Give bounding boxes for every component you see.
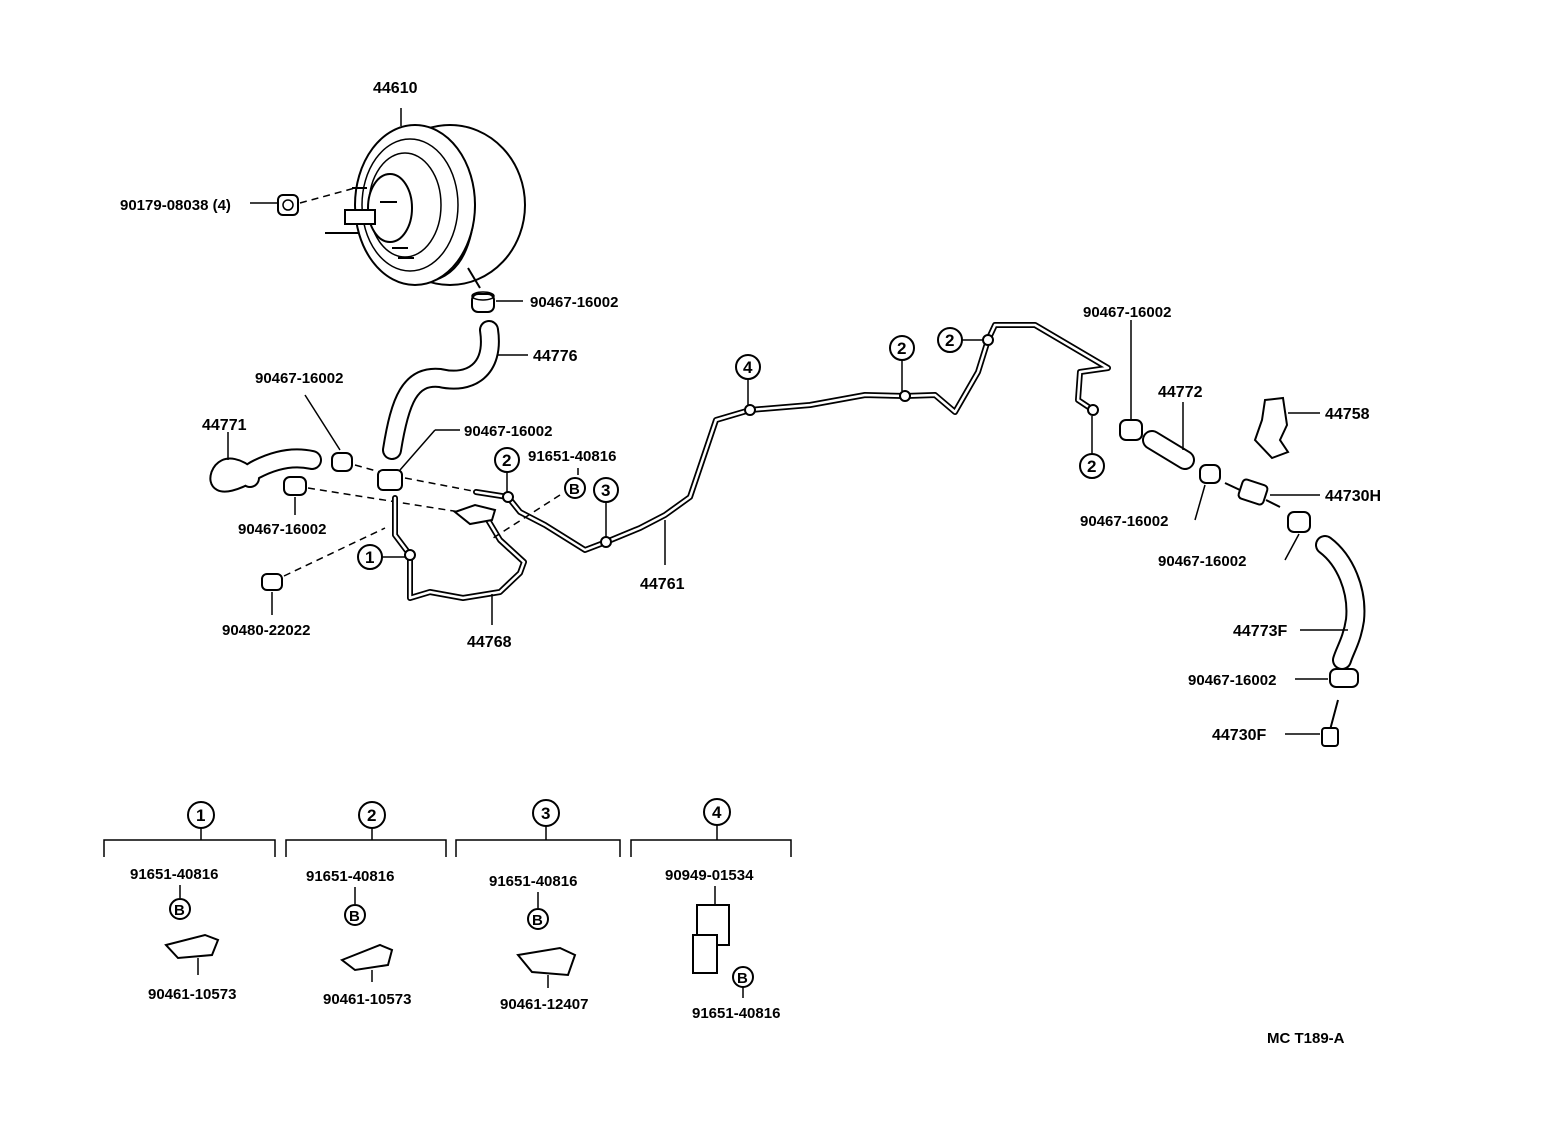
svg-text:3: 3 — [601, 481, 610, 500]
label-clip-right-mid: 90467-16002 — [1080, 513, 1168, 530]
legend-2-clamp-icon — [339, 943, 394, 972]
label-clip-right-top: 90467-16002 — [1083, 304, 1171, 321]
legend-3-clamp-icon — [516, 946, 577, 977]
label-44768: 44768 — [467, 634, 512, 651]
fitting-44730f[interactable] — [1321, 699, 1339, 747]
hose-clip-right-low[interactable] — [1287, 511, 1311, 533]
svg-text:2: 2 — [945, 331, 954, 350]
svg-text:B: B — [532, 912, 543, 929]
callout-2-far-right: 2 — [1079, 416, 1105, 479]
label-clip-left-a: 90467-16002 — [255, 370, 343, 387]
label-clip-top: 90467-16002 — [530, 294, 618, 311]
legend-group-3: 3 91651-40816 B 90461-12407 — [455, 799, 621, 1013]
svg-text:B: B — [569, 481, 580, 498]
svg-text:3: 3 — [541, 804, 550, 823]
label-clip-center: 90467-16002 — [464, 423, 552, 440]
label-clamp-bolt-center: 91651-40816 — [528, 448, 616, 465]
callout-1-main: 1 — [357, 544, 405, 570]
callout-2-mid: 2 — [889, 335, 915, 391]
vacuum-hose-44773f[interactable] — [1315, 535, 1366, 670]
callout-2-right: 2 — [937, 327, 983, 353]
legend-2-clamp: 90461-10573 — [323, 991, 411, 1008]
legend-3-bolt: 91651-40816 — [489, 873, 577, 890]
label-44772: 44772 — [1158, 384, 1203, 401]
callout-3-main: 3 — [593, 477, 619, 537]
label-clip-right-bottom: 90467-16002 — [1188, 672, 1276, 689]
hose-clip-right-bottom[interactable] — [1329, 668, 1359, 688]
callout-bolt-mark-center: B — [564, 477, 586, 499]
label-44771: 44771 — [202, 417, 247, 434]
label-44773f: 44773F — [1233, 623, 1287, 640]
legend-3-clamp: 90461-12407 — [500, 996, 588, 1013]
svg-text:2: 2 — [502, 451, 511, 470]
label-44776: 44776 — [533, 348, 578, 365]
bracket-44758[interactable] — [1253, 396, 1290, 460]
label-44610: 44610 — [373, 80, 418, 97]
svg-text:B: B — [349, 908, 360, 925]
center-bracket[interactable] — [452, 503, 497, 526]
hose-clip-right-top[interactable] — [1119, 419, 1143, 441]
svg-text:2: 2 — [1087, 457, 1096, 476]
hose-clip-center[interactable] — [377, 469, 403, 491]
legend-1-clamp-icon — [164, 933, 220, 960]
svg-text:2: 2 — [897, 339, 906, 358]
label-44730f: 44730F — [1212, 727, 1266, 744]
label-44730h: 44730H — [1325, 488, 1381, 505]
vacuum-hose-44772[interactable] — [1142, 430, 1195, 470]
hose-clip-top[interactable] — [471, 291, 495, 313]
callout-4-main: 4 — [735, 354, 761, 405]
legend-group-2: 2 91651-40816 B 90461-10573 — [285, 801, 447, 1008]
svg-text:4: 4 — [712, 803, 722, 822]
label-44761: 44761 — [640, 576, 685, 593]
callout-2-center: 2 — [494, 447, 520, 492]
legend-1-bolt: 91651-40816 — [130, 866, 218, 883]
legend-group-1: 1 91651-40816 B 90461-10573 — [103, 801, 276, 1003]
hose-clip-left-b[interactable] — [283, 476, 307, 496]
label-clip-left-b: 90467-16002 — [238, 521, 326, 538]
legend-2-bolt: 91651-40816 — [306, 868, 394, 885]
svg-text:B: B — [174, 902, 185, 919]
svg-text:1: 1 — [365, 548, 374, 567]
legend-1-clamp: 90461-10573 — [148, 986, 236, 1003]
svg-text:1: 1 — [196, 806, 205, 825]
svg-text:B: B — [737, 970, 748, 987]
check-valve-44730h[interactable] — [1224, 478, 1281, 508]
label-grommet: 90480-22022 — [222, 622, 310, 639]
svg-text:2: 2 — [367, 806, 376, 825]
footer-code: MC T189-A — [1267, 1030, 1345, 1047]
label-90179-08038: 90179-08038 (4) — [120, 197, 231, 214]
brake-booster[interactable] — [325, 124, 526, 289]
vacuum-pipe-44761[interactable] — [473, 322, 1111, 553]
vacuum-pipe-44768[interactable] — [392, 495, 527, 601]
svg-text:4: 4 — [743, 358, 753, 377]
grommet[interactable] — [261, 573, 283, 591]
vacuum-hose-44776[interactable] — [382, 320, 500, 460]
legend-4-bolt: 90949-01534 — [665, 867, 754, 884]
booster-nut[interactable] — [277, 194, 299, 216]
label-clip-right-low: 90467-16002 — [1158, 553, 1246, 570]
label-44758: 44758 — [1325, 406, 1370, 423]
hose-clip-right-mid[interactable] — [1199, 464, 1221, 484]
vacuum-hose-44771[interactable] — [209, 448, 322, 493]
hose-clip-left-a[interactable] — [331, 452, 353, 472]
legend-group-4: 4 90949-01534 B 91651-40816 — [630, 798, 792, 1022]
legend-4-clamp: 91651-40816 — [692, 1005, 780, 1022]
